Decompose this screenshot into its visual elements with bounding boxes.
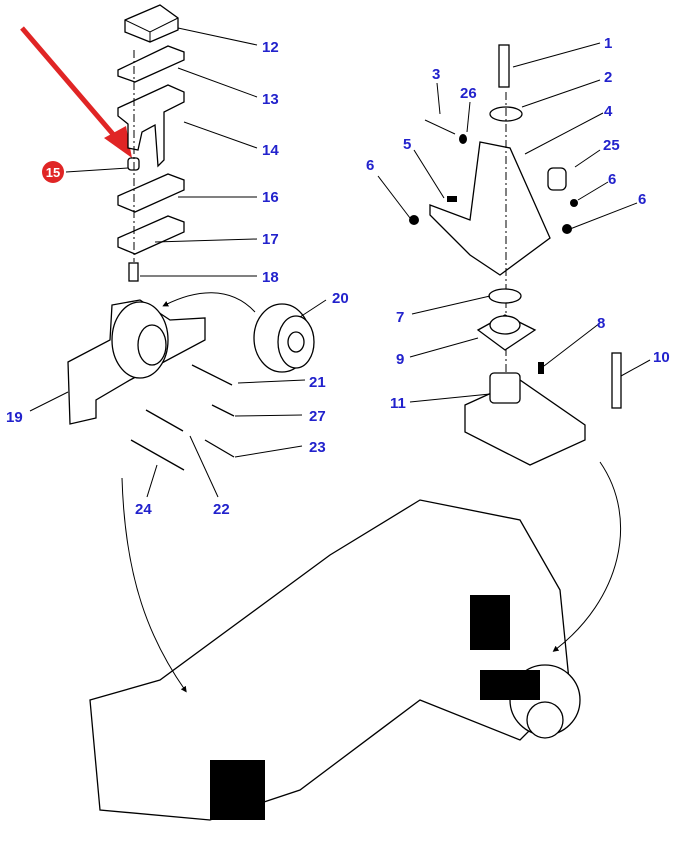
label-6b: 6	[608, 171, 616, 188]
label-1: 1	[604, 35, 612, 52]
label-21: 21	[309, 374, 326, 391]
label-24: 24	[135, 501, 152, 518]
label-2: 2	[604, 69, 612, 86]
part-17-plate	[117, 215, 185, 255]
part-6-nut-a	[409, 215, 419, 225]
part-3-bolt	[424, 119, 456, 135]
label-26: 26	[460, 85, 477, 102]
label-25: 25	[603, 137, 620, 154]
label-13: 13	[262, 91, 279, 108]
part-24-bolt	[130, 439, 185, 471]
part-18-bolt	[128, 262, 139, 282]
part-22-bolt	[145, 409, 184, 432]
highlight-arrow	[20, 26, 132, 158]
part-20-bushing	[253, 303, 315, 373]
part-25-clamp	[547, 167, 567, 191]
part-6-nut-c	[562, 224, 572, 234]
part-7-washer	[488, 288, 522, 304]
label-9: 9	[396, 351, 404, 368]
label-17: 17	[262, 231, 279, 248]
label-7: 7	[396, 309, 404, 326]
part-27-bolt	[211, 404, 235, 417]
label-6a: 6	[366, 157, 374, 174]
highlight-mount-front	[210, 760, 265, 820]
highlight-mount-rear-base	[480, 670, 540, 700]
part-4-bracket	[429, 141, 551, 276]
part-16-plate	[117, 173, 185, 213]
part-1-bolt	[498, 44, 510, 88]
label-20: 20	[332, 290, 349, 307]
part-10-bolt	[611, 352, 622, 409]
label-14: 14	[262, 142, 279, 159]
label-19: 19	[6, 409, 23, 426]
part-19-mount-bracket	[67, 299, 206, 425]
label-16: 16	[262, 189, 279, 206]
transmission-assembly	[89, 499, 581, 821]
part-11-base	[464, 372, 586, 466]
highlight-mount-rear	[470, 595, 510, 650]
part-9-mount	[476, 314, 537, 351]
leader-lines	[29, 27, 651, 498]
part-5-screw	[447, 196, 457, 202]
label-10: 10	[653, 349, 670, 366]
highlight-badge	[42, 161, 64, 183]
part-8-screw	[538, 362, 544, 374]
label-8: 8	[597, 315, 605, 332]
part-6-nut-b	[570, 199, 578, 207]
label-18: 18	[262, 269, 279, 286]
label-27: 27	[309, 408, 326, 425]
part-12-block	[124, 4, 179, 43]
part-26-washer	[459, 134, 467, 144]
label-4: 4	[604, 103, 613, 120]
label-12: 12	[262, 39, 279, 56]
label-3: 3	[432, 66, 440, 83]
label-23: 23	[309, 439, 326, 456]
label-11: 11	[390, 395, 406, 412]
part-21-bolt	[191, 364, 233, 386]
part-23-bolt	[204, 439, 235, 458]
label-15: 15	[46, 165, 60, 180]
part-13-plate	[117, 45, 185, 83]
label-5: 5	[403, 136, 411, 153]
label-22: 22	[213, 501, 230, 518]
label-6c: 6	[638, 191, 646, 208]
